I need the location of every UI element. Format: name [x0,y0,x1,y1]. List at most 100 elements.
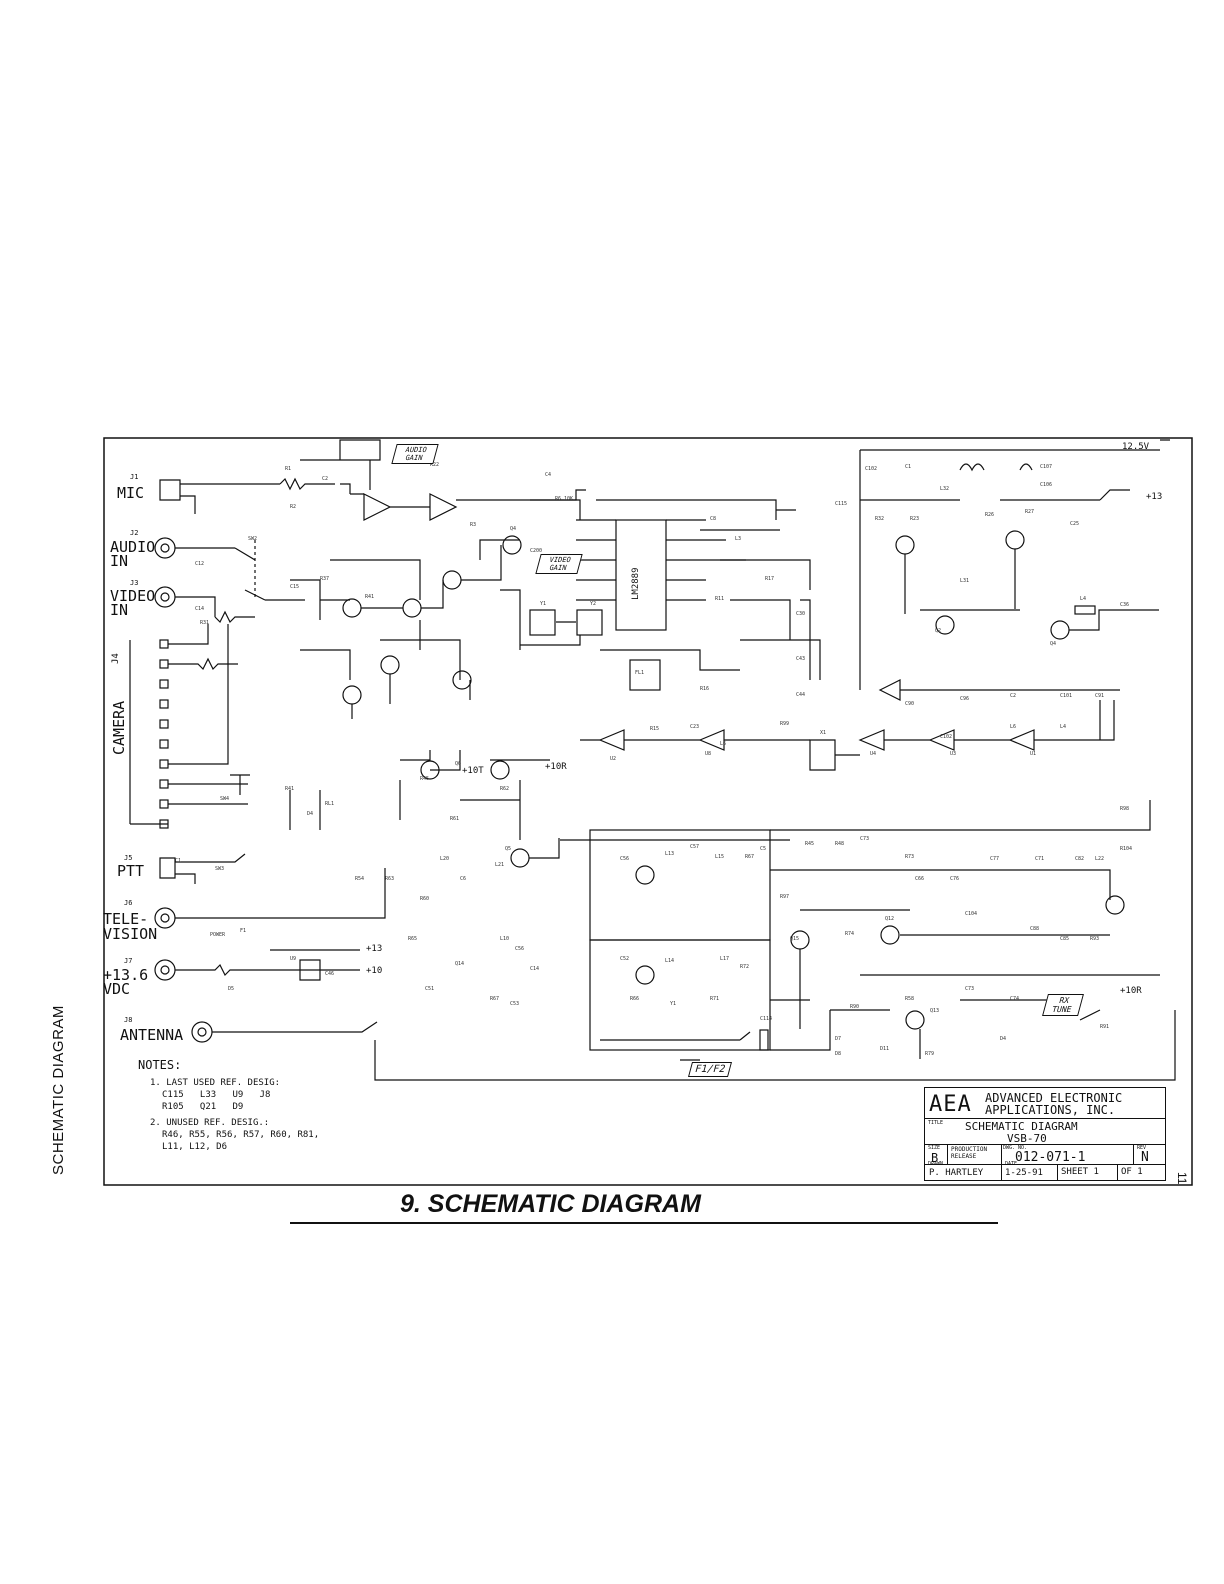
dwg-no-label: DWG. NO. [1003,1145,1028,1151]
svg-text:L3: L3 [735,536,741,542]
svg-text:R65: R65 [408,936,417,942]
svg-text:R6 10K: R6 10K [555,496,573,502]
svg-text:C15: C15 [290,584,299,590]
svg-text:R97: R97 [780,894,789,900]
svg-text:C51: C51 [425,986,434,992]
camera-connector [129,624,248,829]
svg-text:C106: C106 [1040,482,1052,488]
video-gain-label: VIDEO GAIN [535,554,583,574]
svg-text:C107: C107 [1040,464,1052,470]
svg-text:Q5: Q5 [505,846,511,852]
svg-text:C52: C52 [620,956,629,962]
svg-text:RL1: RL1 [325,801,334,807]
svg-text:C36: C36 [1120,602,1129,608]
svg-text:C57: C57 [690,844,699,850]
svg-text:C12: C12 [195,561,204,567]
svg-text:R62: R62 [500,786,509,792]
svg-text:R48: R48 [835,841,844,847]
svg-text:R26: R26 [985,512,994,518]
svg-text:C77: C77 [990,856,999,862]
svg-text:L13: L13 [665,851,674,857]
svg-text:C114: C114 [760,1016,772,1022]
note-2-line-2: L11, L12, D6 [162,1142,228,1152]
side-title: SCHEMATIC DIAGRAM [50,1005,67,1175]
svg-text:C90: C90 [905,701,914,707]
size-label: SIZE [928,1145,941,1151]
rail-plus10r-rx: +10R [1120,986,1142,996]
title-label: TITLE [928,1120,944,1126]
svg-text:C56: C56 [515,946,524,952]
svg-text:C200: C200 [530,548,542,554]
note-1-line-2: R105 Q21 D9 [162,1102,244,1112]
company-logo: AEA [929,1092,972,1117]
svg-text:R31: R31 [200,620,209,626]
svg-text:C14: C14 [530,966,539,972]
svg-text:Q4: Q4 [510,526,516,532]
svg-text:U9: U9 [290,956,296,962]
j4-ref: J4 [111,653,121,664]
j4-camera-label: CAMERA [110,700,128,755]
svg-text:R11: R11 [715,596,724,602]
rail-plus10t: +10T [462,766,484,776]
date-label: DATE [1005,1161,1018,1167]
antenna-connector [191,1010,1176,1081]
svg-text:R90: R90 [850,1004,859,1010]
svg-text:C73: C73 [860,836,869,842]
svg-text:R61: R61 [450,816,459,822]
svg-text:R71: R71 [710,996,719,1002]
svg-text:R99: R99 [780,721,789,727]
rail-plus10-power: +10 [366,966,383,976]
svg-text:R63: R63 [385,876,394,882]
rail-plus13-power: +13 [366,944,383,954]
svg-text:R72: R72 [740,964,749,970]
j3-ref: J3 [130,579,139,587]
svg-text:R15: R15 [650,726,659,732]
svg-text:Q2: Q2 [935,628,941,634]
video-amp-stage [290,535,522,719]
svg-text:R45: R45 [420,776,429,782]
svg-text:R27: R27 [1025,509,1034,515]
drawn-by: P. HARTLEY [929,1168,984,1178]
dwg-no-value: 012-071-1 [1015,1150,1086,1165]
sheet-of: OF 1 [1121,1167,1143,1177]
svg-text:R1: R1 [285,466,291,472]
note-1-line-1: C115 L33 U9 J8 [162,1090,271,1100]
audio-gain-label: AUDIO GAIN [391,444,439,464]
svg-text:D5: D5 [228,986,234,992]
j6-television-label: TELE- VISION [103,910,158,943]
svg-text:C2: C2 [1010,693,1016,699]
svg-text:L4: L4 [1060,724,1066,730]
j3-video-in-label: VIDEO IN [110,587,156,619]
svg-text:C91: C91 [1095,693,1104,699]
svg-text:C6: C6 [460,876,466,882]
j2-ref: J2 [130,529,139,537]
svg-text:L15: L15 [715,854,724,860]
svg-text:R104: R104 [1120,846,1132,852]
heading-rule [290,1222,998,1224]
svg-text:D8: D8 [835,1051,841,1057]
svg-text:C82: C82 [1075,856,1084,862]
svg-text:C30: C30 [796,611,805,617]
note-1: 1. LAST USED REF. DESIG: [150,1078,281,1088]
svg-text:C25: C25 [1070,521,1079,527]
drawing-model: VSB-70 [1007,1132,1047,1145]
svg-text:R32: R32 [875,516,884,522]
svg-text:U1: U1 [1030,751,1036,757]
rev-value: N [1141,1150,1149,1165]
svg-text:SW2: SW2 [248,536,257,542]
svg-text:D7: D7 [835,1036,841,1042]
company-name-line-1: ADVANCED ELECTRONIC [985,1091,1123,1105]
svg-text:U3: U3 [950,751,956,757]
svg-text:Y1: Y1 [670,1001,676,1007]
audio-video-inputs [154,537,305,624]
svg-text:D4: D4 [307,811,313,817]
svg-text:C4: C4 [545,472,551,478]
j5-ptt-label: PTT [117,862,145,880]
svg-text:SW3: SW3 [215,866,224,872]
svg-text:R2: R2 [290,504,296,510]
notes-block: NOTES: 1. LAST USED REF. DESIG: C115 L33… [138,1058,319,1152]
svg-text:C104: C104 [965,911,977,917]
svg-text:L17: L17 [720,956,729,962]
